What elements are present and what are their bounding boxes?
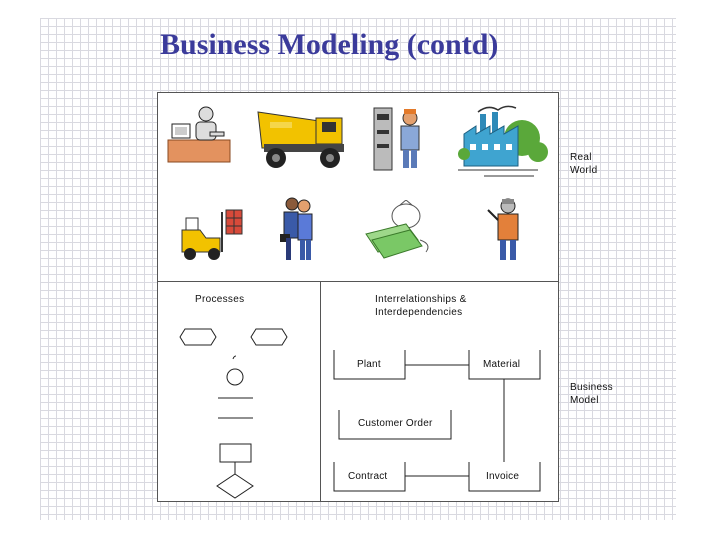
panel-divider-vertical [320, 281, 321, 501]
panel-divider-horizontal [157, 281, 558, 282]
forklift-icon [181, 209, 243, 260]
process-hexagon-right [250, 328, 288, 346]
business-model-label-line1: Business [570, 382, 613, 393]
real-world-label-line2: World [570, 165, 598, 176]
processes-label: Processes [195, 294, 245, 305]
factory-building-icon [458, 105, 548, 177]
entity-invoice-label: Invoice [486, 471, 520, 482]
entity-customer-order-box [338, 410, 452, 440]
factory-worker-at-machine-icon [373, 107, 420, 171]
business-people-icon [280, 197, 313, 260]
interrelationships-label: Interrelationships & Interdependencies [375, 293, 467, 319]
real-world-label-line1: Real [570, 152, 592, 163]
technician-worker-icon [487, 198, 519, 260]
entity-contract-label: Contract [348, 471, 388, 482]
business-model-label: Business Model [570, 381, 613, 407]
process-circle [226, 368, 244, 386]
dump-truck-icon [257, 111, 344, 168]
entity-customer-order-label: Customer Order [358, 418, 433, 429]
process-hexagon-left [179, 328, 217, 346]
process-arc [232, 355, 237, 360]
process-rectangle [219, 443, 252, 463]
real-world-label: Real World [570, 151, 597, 177]
money-bag-and-cash-icon [365, 200, 429, 259]
business-model-label-line2: Model [570, 395, 599, 406]
interrelationships-line2: Interdependencies [375, 307, 463, 318]
slide-title: Business Modeling (contd) [160, 28, 499, 61]
entity-material-label: Material [483, 359, 521, 370]
process-diamond [216, 473, 254, 499]
office-worker-at-desk-icon [167, 106, 231, 163]
entity-plant-label: Plant [357, 359, 381, 370]
interrelationships-line1: Interrelationships & [375, 294, 467, 305]
